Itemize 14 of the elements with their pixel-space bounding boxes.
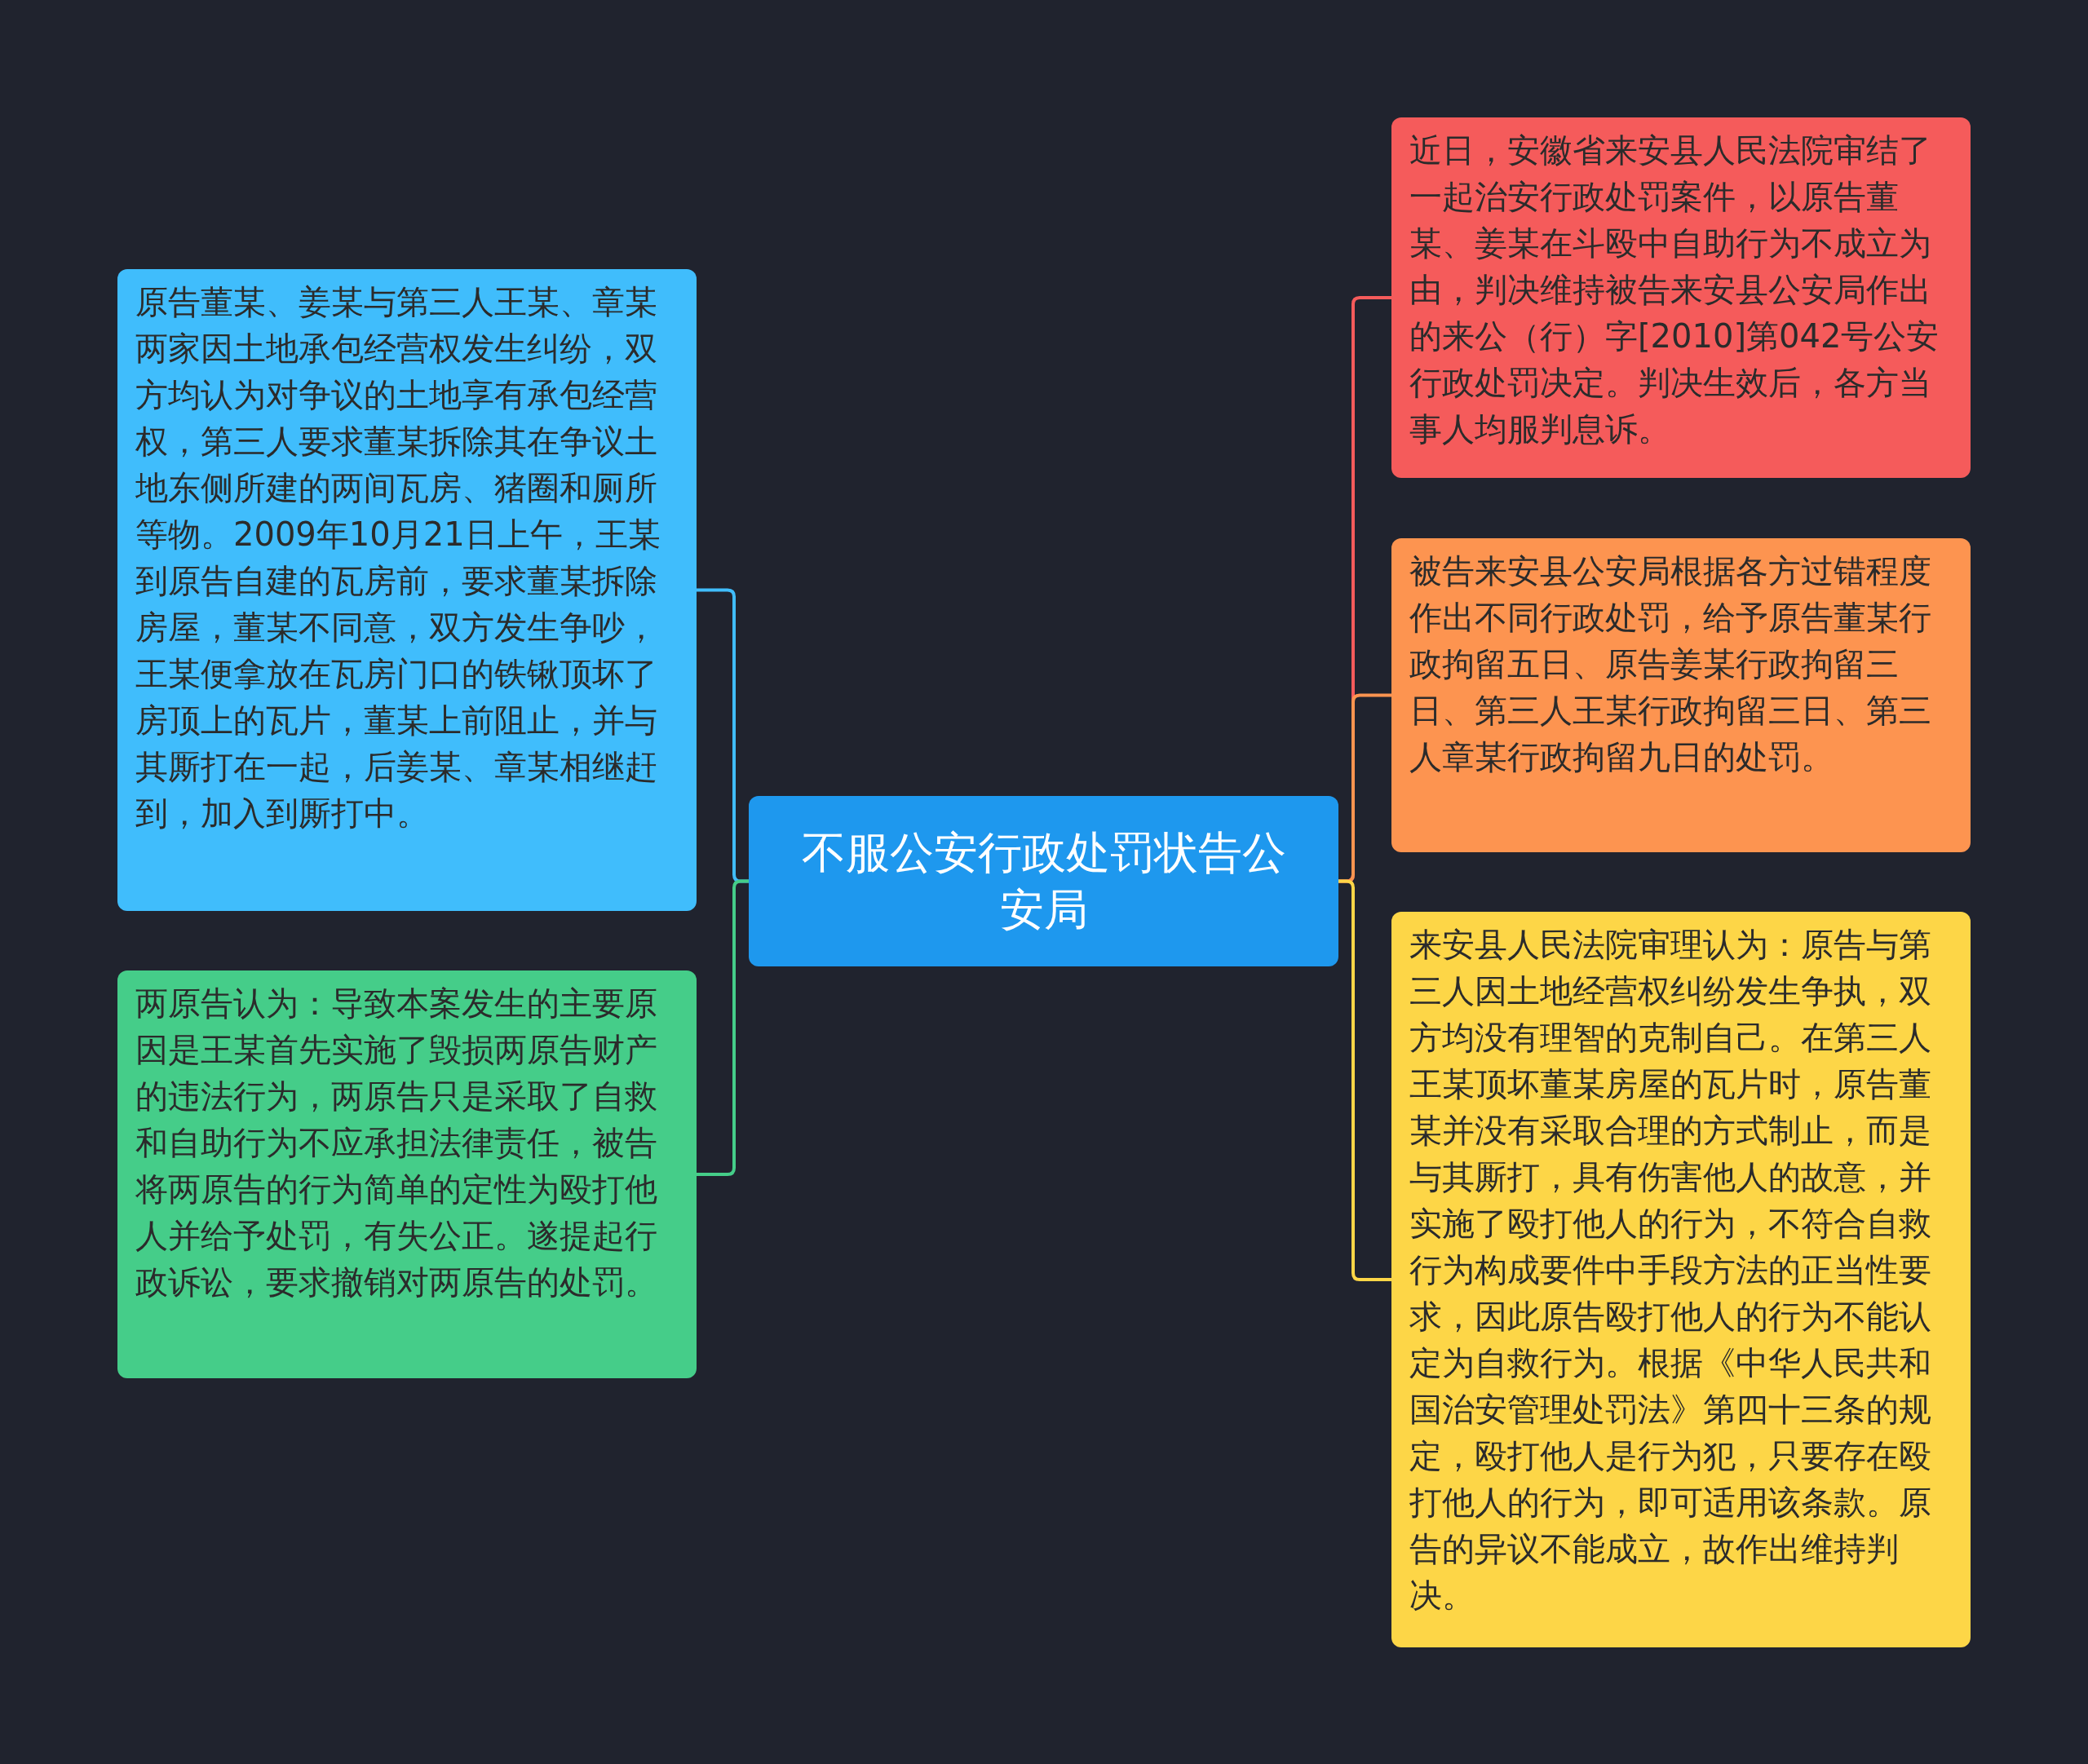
- note-text: 来安县人民法院审理认为：原告与第三人因土地经营权纠纷发生争执，双方均没有理智的克制自己。在第三人王某顶坏董某房屋的瓦片时，原告董某并没有采取合理的方式制止，而是与其厮打，具有伤害他人的故意，并实施了殴打他人的行为，不符合自救行为构成要件中手段方法的正当性要求，因此原告殴打他人的行为不能认定为自救行为。根据《中华人民共和国治安管理处罚法》第四十三条的规定，殴打他人是行为犯，只要存在殴打他人的行为，即可适用该条款。原告的异议不能成立，故作出维持判决。: [1409, 925, 1932, 1616]
- note-box: [117, 269, 697, 911]
- connector-line: [1338, 879, 1391, 1281]
- connector-line: [697, 879, 749, 1176]
- note-box: [1391, 912, 1971, 1647]
- note-box: [117, 970, 697, 1378]
- note-text: 两原告认为：导致本案发生的主要原因是王某首先实施了毁损两原告财产的违法行为，两原告只是采取了自救和自助行为不应承担法律责任，被告将两原告的行为简单的定性为殴打他人并给予处罚，有失公正。遂提起行政诉讼，要求撤销对两原告的处罚。: [135, 984, 658, 1302]
- topic-box: [749, 796, 1338, 966]
- note-text: 近日，安徽省来安县人民法院审结了一起治安行政处罚案件，以原告董某、姜某在斗殴中自助行为不成立为由，判决维持被告来安县公安局作出的来公（行）字[2010]第042号公安行政处罚决定。判决生效后，各方当事人均服判息诉。: [1409, 130, 1940, 449]
- note-box: [1391, 117, 1971, 478]
- note-text: 原告董某、姜某与第三人王某、章某两家因土地承包经营权发生纠纷，双方均认为对争议的土地享有承包经营权，第三人要求董某拆除其在争议土地东侧所建的两间瓦房、猪圈和厕所等物。2009年10月21日上午，王某到原告自建的瓦房前，要求董某拆除房屋，董某不同意，双方发生争吵，王某便拿放在瓦房门口的铁锹顶坏了房顶上的瓦片，董某上前阻止，并与其厮打在一起，后姜某、章某相继赶到，加入到厮打中。: [135, 282, 661, 833]
- note-text: 被告来安县公安局根据各方过错程度作出不同行政处罚，给予原告董某行政拘留五日、原告姜某行政拘留三日、第三人王某行政拘留三日、第三人章某行政拘留九日的处罚。: [1409, 551, 1932, 777]
- note-box: [1391, 538, 1971, 852]
- topic-text: 不服公安行政处罚状告公安局: [800, 825, 1287, 937]
